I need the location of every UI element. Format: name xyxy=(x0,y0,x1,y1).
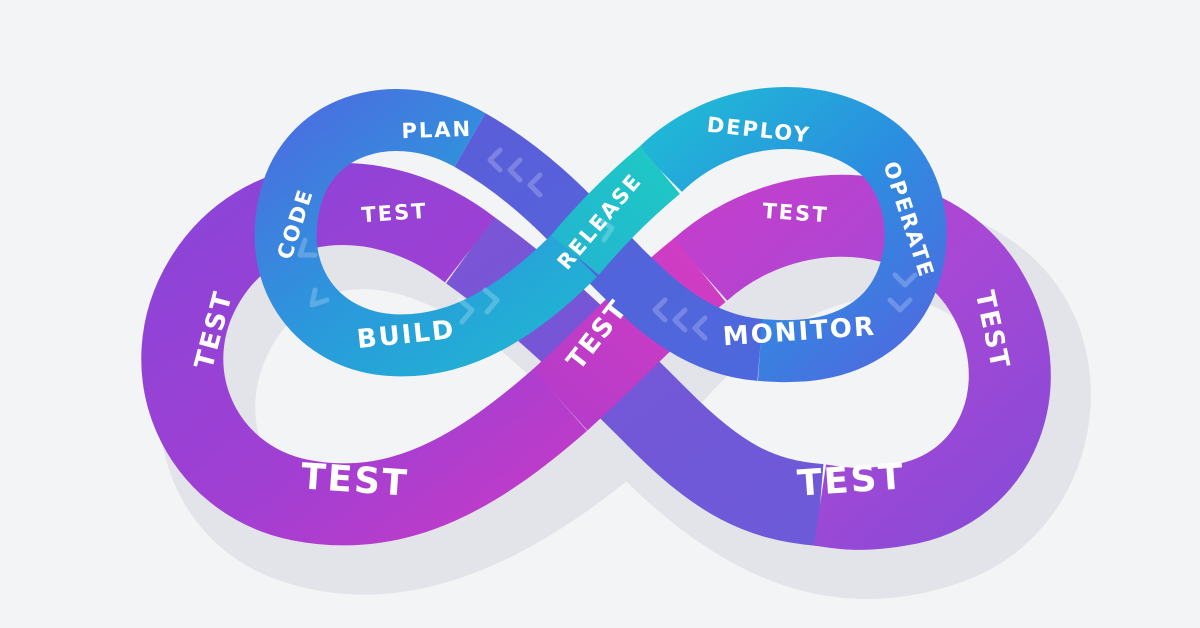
inner-loop-right-lobe xyxy=(638,87,947,383)
test-label-bottom-right: TEST xyxy=(796,456,906,504)
stage-label-plan: PLAN xyxy=(401,117,472,143)
chevron-left-icon xyxy=(487,147,503,173)
outer-loop-right-lobe xyxy=(672,174,1051,550)
inner-loop-back-crossing xyxy=(454,113,764,381)
flow-chevrons xyxy=(297,147,918,341)
inner-loop-left-lobe xyxy=(254,89,597,377)
chevron-left-icon xyxy=(672,307,688,333)
chevron-left-icon xyxy=(652,297,668,323)
chevron-left-icon xyxy=(297,237,318,258)
chevron-down-icon xyxy=(892,272,918,288)
chevron-right-icon xyxy=(482,287,500,315)
chevron-left-icon xyxy=(507,157,523,183)
outer-loop-left-lobe xyxy=(141,163,587,546)
outer-loop-front-crossing xyxy=(532,237,726,431)
inner-devops-loop xyxy=(254,87,947,383)
test-label-inner-left-top: TEST xyxy=(361,199,429,228)
chevron-left-icon xyxy=(309,287,330,308)
chevron-left-icon xyxy=(692,315,708,341)
chevron-right-icon xyxy=(597,217,615,243)
inner-loop-front-crossing xyxy=(551,146,680,275)
chevron-left-icon xyxy=(527,172,543,198)
test-label-bottom-left: TEST xyxy=(300,456,410,504)
chevron-down-icon xyxy=(887,297,913,313)
chevron-right-icon xyxy=(457,297,475,325)
test-label-inner-right-top: TEST xyxy=(762,199,830,228)
